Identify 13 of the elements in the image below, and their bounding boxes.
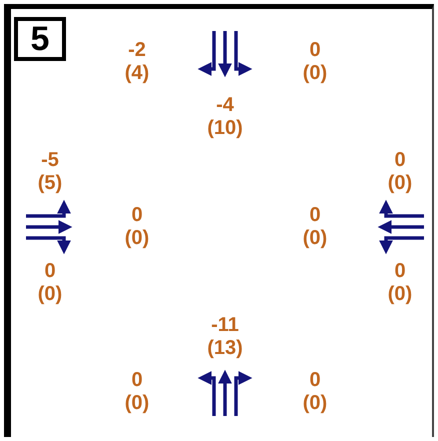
volume-label: 0 (0) [386, 260, 414, 306]
volume-label: -11 (13) [206, 314, 244, 360]
volume-label: 0 (0) [302, 39, 328, 85]
volume-label: 0 (0) [124, 204, 150, 250]
volume-label: -4 (10) [206, 94, 244, 140]
volume-label: -2 (4) [124, 39, 150, 85]
volume-label: 0 (0) [302, 369, 328, 415]
volume-label: 0 (0) [124, 369, 150, 415]
volume-label: 0 (0) [36, 260, 64, 306]
volume-label: 0 (0) [302, 204, 328, 250]
panel-number: 5 [14, 17, 66, 61]
volume-label: -5 (5) [36, 149, 64, 195]
volume-label: 0 (0) [386, 149, 414, 195]
